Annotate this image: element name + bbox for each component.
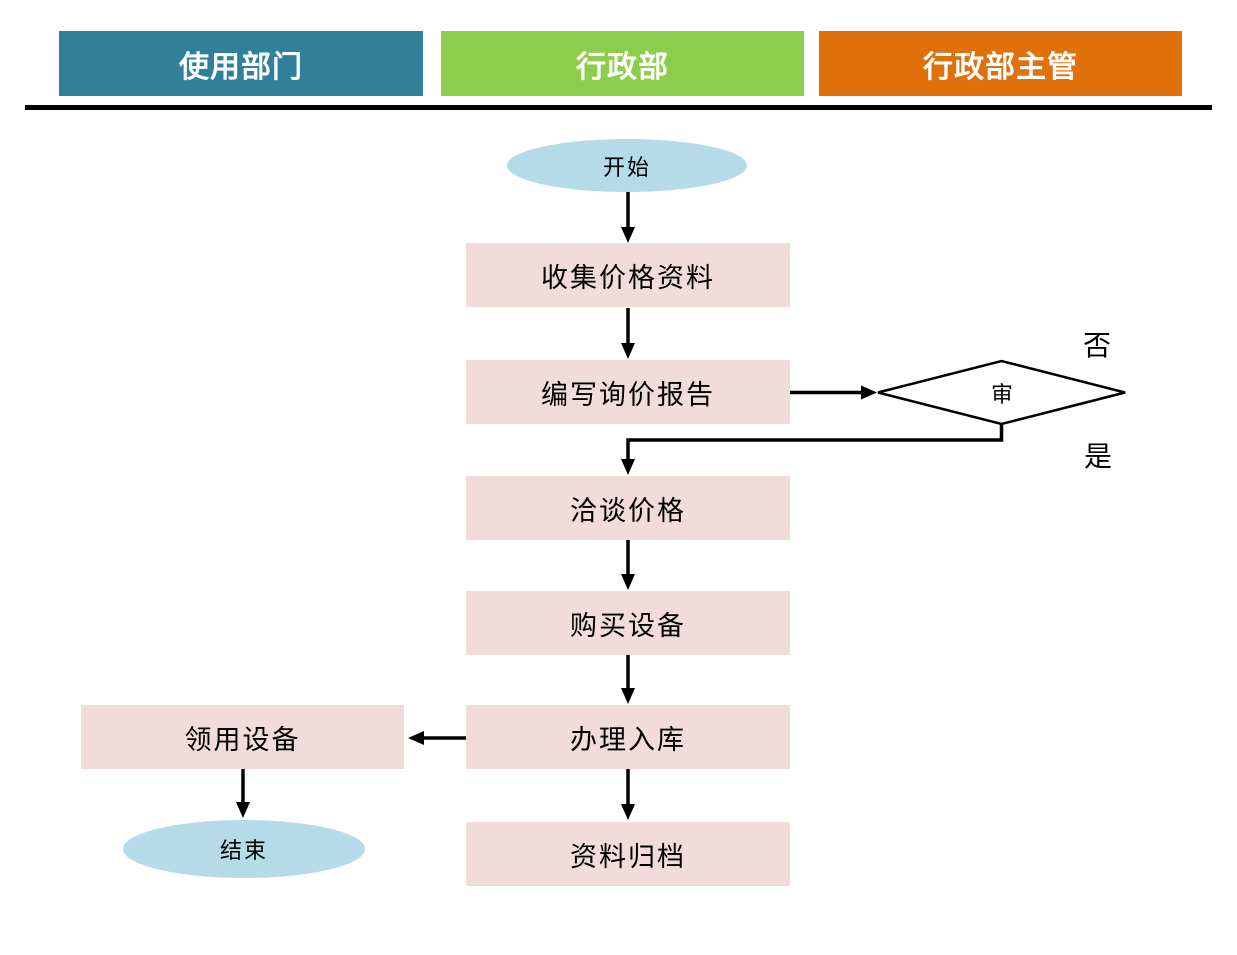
process-write-inquiry-report: 编写询价报告 (466, 360, 790, 424)
process-archive-documents: 资料归档 (466, 822, 790, 886)
lane-header-admin-department: 行政部 (441, 31, 804, 96)
arrowhead (621, 574, 635, 590)
arrowhead (621, 227, 635, 243)
end-node: 结束 (123, 820, 365, 878)
arrow-decision-to-negotiate (626, 424, 1004, 461)
branch-label-no: 否 (1082, 331, 1111, 362)
lane-header-using-department: 使用部门 (59, 31, 423, 96)
arrowhead (236, 802, 250, 818)
start-node: 开始 (507, 139, 747, 192)
decision-label-review: 审 (990, 382, 1013, 407)
process-negotiate-price: 洽谈价格 (466, 476, 790, 540)
arrowhead (621, 459, 635, 475)
arrowhead (408, 731, 424, 745)
lane-header-admin-supervisor: 行政部主管 (819, 31, 1182, 96)
arrowhead (621, 688, 635, 704)
process-warehouse-entry: 办理入库 (466, 705, 790, 769)
arrowhead (861, 385, 877, 400)
process-issue-equipment: 领用设备 (81, 705, 404, 769)
decision-diamond-review (877, 359, 1126, 426)
arrowhead (621, 343, 635, 359)
process-collect-price-info: 收集价格资料 (466, 243, 790, 307)
header-separator-line (25, 105, 1212, 110)
branch-label-yes: 是 (1083, 442, 1112, 473)
process-purchase-equipment: 购买设备 (466, 591, 790, 655)
arrowhead (621, 804, 635, 820)
